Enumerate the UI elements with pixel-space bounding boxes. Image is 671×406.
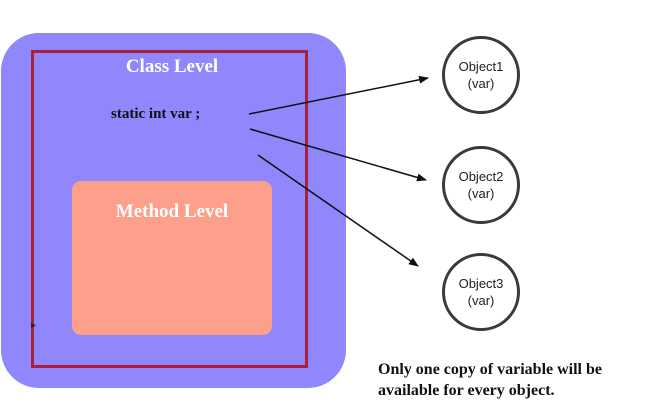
mouse-cursor-icon: ▸ xyxy=(31,320,37,331)
object2-label: Object2 xyxy=(458,169,504,184)
object2-variable: (var) xyxy=(467,186,495,201)
object3-variable: (var) xyxy=(467,293,495,308)
method-level-box xyxy=(72,181,272,335)
object1-circle: Object1 (var) xyxy=(442,36,520,114)
method-level-title: Method Level xyxy=(115,201,229,222)
object1-label: Object1 xyxy=(458,59,504,74)
explanation-note: Only one copy of variable will be availa… xyxy=(378,359,668,401)
class-level-title: Class Level xyxy=(125,56,219,77)
arrow-to-object1 xyxy=(248,75,429,115)
note-line-1: Only one copy of variable will be xyxy=(378,361,602,378)
object3-circle: Object3 (var) xyxy=(442,253,520,331)
object2-circle: Object2 (var) xyxy=(442,146,520,224)
static-variable-declaration: static int var ; xyxy=(111,106,201,122)
class-level-border xyxy=(31,50,308,368)
note-line-2: available for every object. xyxy=(378,382,555,399)
object3-label: Object3 xyxy=(458,276,504,291)
arrow-to-object2 xyxy=(249,128,427,182)
arrow-to-object3 xyxy=(257,154,419,267)
object1-variable: (var) xyxy=(467,76,495,91)
